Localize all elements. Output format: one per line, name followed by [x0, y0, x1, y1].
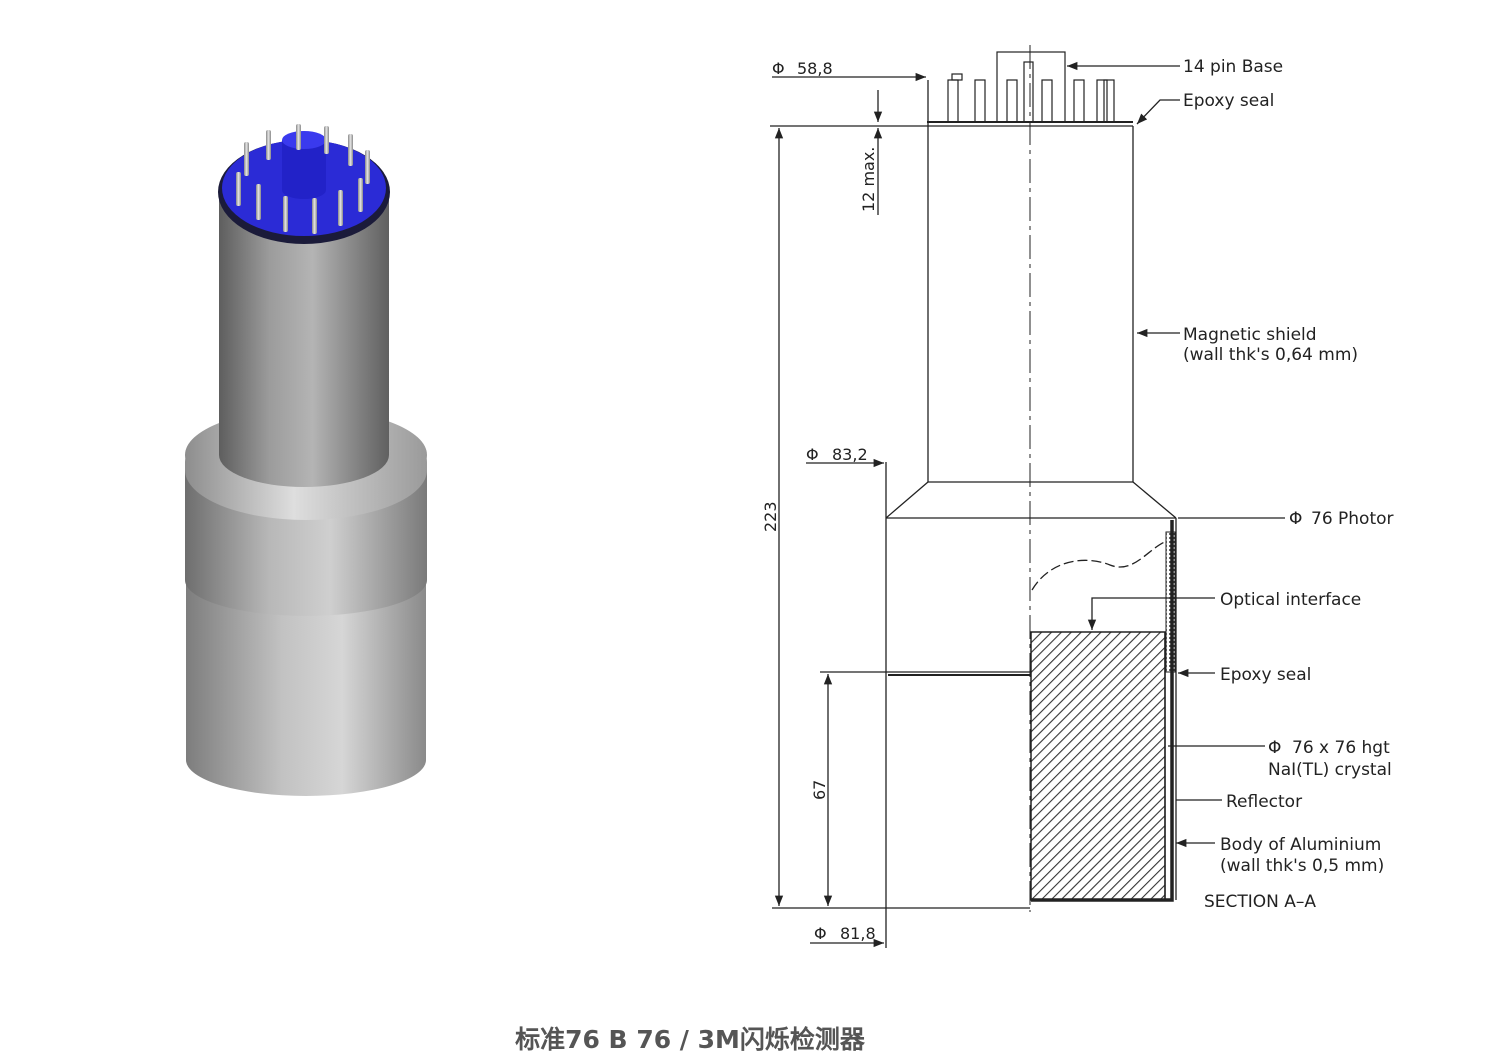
dim-mid-diameter: 83,2 — [832, 445, 868, 464]
detector-3d-render — [185, 124, 427, 796]
label-epoxy-side: Epoxy seal — [1220, 665, 1311, 685]
label-pin-base: 14 pin Base — [1183, 57, 1283, 77]
dim-bottom-diameter: 81,8 — [840, 924, 876, 943]
label-optical-interface: Optical interface — [1220, 590, 1361, 610]
label-body-2: (wall thk's 0,5 mm) — [1220, 856, 1384, 876]
label-body-1: Body of Aluminium — [1220, 835, 1381, 855]
crystal-section — [1030, 631, 1166, 901]
label-photo: 76 Photor — [1311, 509, 1394, 529]
drawing-labels: Φ 58,8 12 max. Φ 83,2 223 67 Φ 81,8 14 p… — [761, 57, 1394, 943]
phi-bottom-symbol: Φ — [814, 924, 827, 943]
label-reflector: Reflector — [1226, 792, 1302, 812]
label-shield-1: Magnetic shield — [1183, 325, 1317, 345]
label-crystal-1: 76 x 76 hgt — [1292, 738, 1390, 758]
dim-crystal-height: 67 — [810, 780, 829, 800]
pin-outlines — [947, 61, 1115, 123]
label-epoxy-top: Epoxy seal — [1183, 91, 1274, 111]
phi-photo-symbol: Φ — [1289, 509, 1302, 529]
figure-caption: 标准76 B 76 / 3M闪烁检测器 — [515, 1025, 865, 1054]
phi-mid-symbol: Φ — [806, 445, 819, 464]
label-crystal-2: NaI(TL) crystal — [1268, 760, 1392, 780]
magnetic-shield-tube — [219, 190, 389, 487]
label-section: SECTION A–A — [1204, 892, 1316, 912]
dim-cap-height: 12 max. — [859, 147, 878, 212]
dim-total-length: 223 — [761, 501, 780, 532]
pins — [236, 124, 370, 234]
label-shield-2: (wall thk's 0,64 mm) — [1183, 345, 1358, 365]
phi-crystal-symbol: Φ — [1268, 738, 1281, 758]
section-drawing — [770, 45, 1285, 948]
lower-body — [186, 580, 426, 796]
dim-top-diameter: 58,8 — [797, 59, 833, 78]
phi-top-symbol: Φ — [772, 59, 785, 78]
